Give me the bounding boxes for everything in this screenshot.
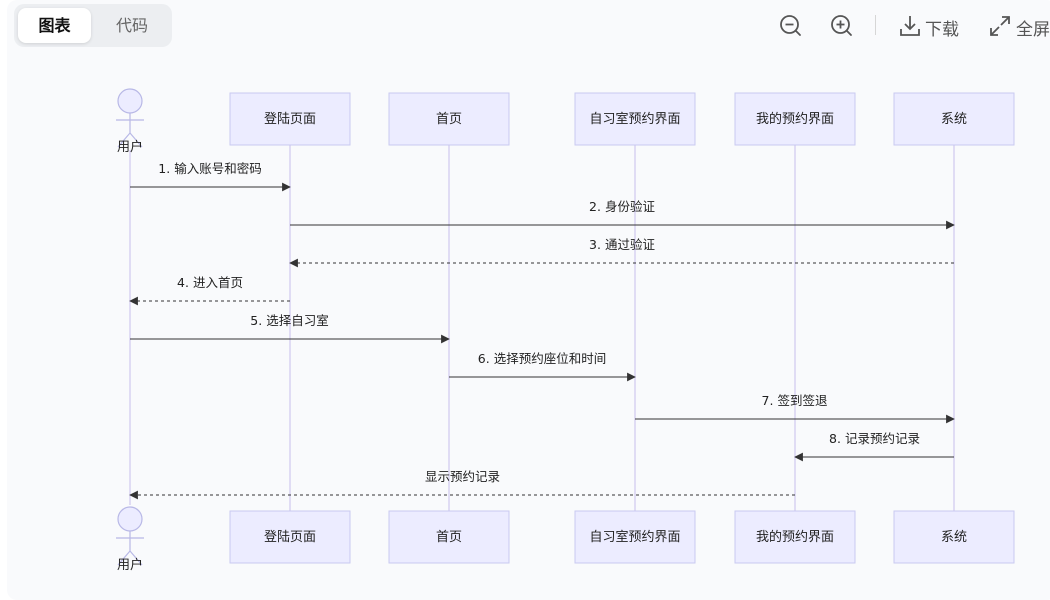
tab-code[interactable]: 代码 xyxy=(115,16,148,35)
participant-label-top-5: 系统 xyxy=(941,112,967,127)
actor-head-icon-bottom xyxy=(117,506,143,532)
message-label-6: 6. 选择预约座位和时间 xyxy=(478,351,606,366)
participant-box-top-1 xyxy=(229,92,351,146)
message-label-8: 8. 记录预约记录 xyxy=(829,431,920,446)
actor-label-bottom: 用户 xyxy=(117,557,143,573)
message-label-4: 4. 进入首页 xyxy=(177,275,243,290)
actor-leg-right-bottom xyxy=(129,550,143,566)
message-label-5: 5. 选择自习室 xyxy=(250,313,328,328)
participant-label-bottom-1: 登陆页面 xyxy=(264,529,316,545)
participant-label-top-1: 登陆页面 xyxy=(264,111,316,127)
zoom-out-icon xyxy=(780,15,801,36)
diagram-panel xyxy=(7,0,1050,600)
participant-box-bottom-4 xyxy=(734,510,856,564)
participant-label-bottom-5: 系统 xyxy=(941,530,967,545)
download-button[interactable]: 下载 xyxy=(898,13,968,40)
participant-label-top-3: 自习室预约界面 xyxy=(589,111,680,127)
participant-label-bottom-3: 自习室预约界面 xyxy=(589,529,680,545)
participant-label-top-4: 我的预约界面 xyxy=(756,111,834,127)
download-icon xyxy=(900,16,920,36)
fullscreen-label: 全屏 xyxy=(1016,20,1050,40)
expand-icon xyxy=(990,16,1010,36)
participant-box-top-3 xyxy=(574,92,696,146)
download-label: 下载 xyxy=(925,20,959,40)
message-label-7: 7. 签到签退 xyxy=(762,393,828,408)
zoom-in-button[interactable] xyxy=(829,13,855,39)
message-label-9: 显示预约记录 xyxy=(425,469,500,484)
fullscreen-button[interactable]: 全屏 xyxy=(988,13,1050,40)
participant-label-top-2: 首页 xyxy=(436,112,462,127)
actor-leg-left-top xyxy=(117,132,131,148)
participant-label-bottom-2: 首页 xyxy=(436,530,462,545)
zoom-in-icon xyxy=(831,15,852,36)
tab-chart[interactable]: 图表 xyxy=(18,8,91,43)
participant-label-bottom-4: 我的预约界面 xyxy=(756,529,834,545)
participant-box-top-4 xyxy=(734,92,856,146)
participant-box-bottom-1 xyxy=(229,510,351,564)
participant-box-top-2 xyxy=(388,92,510,146)
view-tabs: 图表 代码 xyxy=(14,4,172,47)
actor-leg-right-top xyxy=(129,132,143,148)
actor-leg-left-bottom xyxy=(117,550,131,566)
zoom-out-button[interactable] xyxy=(778,13,804,39)
participant-box-bottom-2 xyxy=(388,510,510,564)
message-label-3: 3. 通过验证 xyxy=(589,237,655,252)
actor-head-icon-top xyxy=(117,88,143,114)
participant-box-bottom-3 xyxy=(574,510,696,564)
actor-label-top: 用户 xyxy=(117,139,143,155)
participant-box-top-5 xyxy=(893,92,1015,146)
message-label-1: 1. 输入账号和密码 xyxy=(158,161,261,176)
participant-box-bottom-5 xyxy=(893,510,1015,564)
toolbar-divider xyxy=(875,15,876,35)
message-label-2: 2. 身份验证 xyxy=(589,199,655,214)
